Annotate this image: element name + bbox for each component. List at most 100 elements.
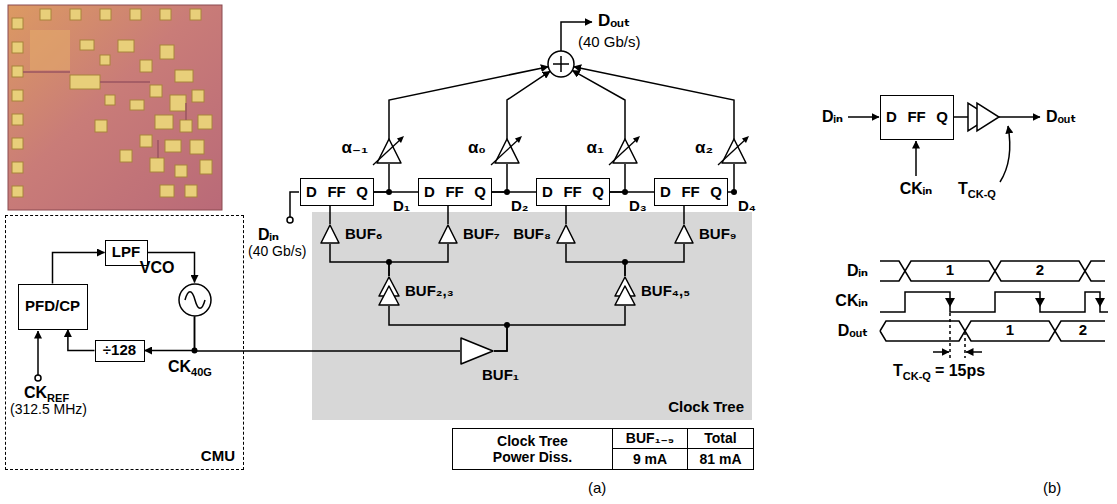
- die-photo-part-part: [160, 9, 171, 20]
- die-photo-part-part: [155, 115, 173, 129]
- clock-edge-arrows-part: [1095, 298, 1105, 307]
- clock-buffer: BUF₁: [460, 337, 494, 365]
- signal-wires-part: [572, 70, 625, 139]
- signal-label: (40 Gb/s): [248, 244, 306, 259]
- die-photo-part-part: [130, 100, 144, 110]
- signal-label: D₃: [629, 198, 647, 215]
- signal-wires-part: [37, 331, 39, 375]
- connector: [374, 164, 389, 192]
- signal-label: Dᵢₙ: [258, 226, 279, 244]
- table-cell: 81 mA: [688, 449, 753, 469]
- tap-amplifier: α₀: [494, 138, 520, 164]
- signal-label: D₁: [393, 198, 410, 215]
- die-photo-part-part: [70, 9, 81, 20]
- signal-label: 2: [1036, 262, 1044, 279]
- table-cell: BUF₁₋₉: [613, 429, 688, 449]
- die-photo-part-part: [12, 90, 23, 101]
- timing-diagram-part: [880, 261, 1105, 281]
- variable-gain-arrowhead: [397, 136, 404, 143]
- divider-box: ÷128: [95, 340, 145, 362]
- flip-flop: D FF Q: [654, 178, 728, 206]
- signal-wires-part: [290, 192, 299, 217]
- die-photo-part-part: [40, 9, 51, 20]
- die-photo-part-part: [95, 120, 107, 132]
- connector: [195, 317, 461, 352]
- node-label: α₋₁: [342, 139, 368, 158]
- connector: [625, 244, 684, 276]
- die-photo-part: [23, 72, 186, 158]
- node-text: D FF Q: [655, 184, 727, 201]
- die-photo-part-part: [70, 75, 100, 89]
- clock-buffer-pair: BUF₂,₃: [378, 276, 400, 306]
- die-photo-part-part: [175, 70, 193, 82]
- die-photo-part-part: [185, 103, 187, 120]
- signal-label: 1: [1006, 322, 1014, 339]
- die-photo-part-part: [198, 115, 212, 129]
- symbol-outline: [179, 284, 211, 316]
- buf-symbol: [674, 224, 694, 244]
- power-table: Clock Tree Power Diss. BUF₁₋₉ Total 9 mA…: [452, 428, 754, 470]
- die-photo-part-part: [120, 150, 132, 162]
- die-photo-part-part: [170, 95, 186, 111]
- node-label: BUF₈: [513, 226, 551, 243]
- clock-buffer: BUF₇: [438, 224, 458, 244]
- signal-wires-part: [548, 51, 574, 77]
- buf-symbol: [320, 224, 340, 244]
- die-photo-part-part: [190, 9, 201, 20]
- junction-dot: [504, 322, 510, 328]
- variable-gain-arrow: [491, 139, 519, 165]
- die-photo-part-part: [150, 158, 164, 172]
- timing-diagram-part: [880, 261, 1105, 281]
- node-text: D FF Q: [537, 184, 609, 201]
- die-photo-part-part: [192, 90, 204, 102]
- amp-symbol: [721, 138, 747, 164]
- die-photo-part-part: [12, 114, 23, 125]
- vco-circle: VCO: [178, 283, 212, 317]
- node-label: BUF₆: [345, 226, 383, 243]
- die-photo-part-part: [130, 9, 141, 20]
- die-photo-part-part: [190, 140, 204, 154]
- tap-amplifier: α₂: [721, 138, 747, 164]
- die-photo-part-part: [23, 71, 70, 73]
- table-cell-text: Total: [704, 430, 736, 446]
- timing-diagram: [880, 261, 1108, 358]
- clock-buffer: BUF₈: [556, 224, 576, 244]
- pfd-cp-box: PFD/CP: [18, 284, 88, 330]
- flip-flop: D FF Q: [300, 178, 374, 206]
- node-label: α₂: [695, 139, 713, 158]
- die-photo-part-part: [100, 55, 110, 65]
- flip-flop: D FF Q: [418, 178, 492, 206]
- table-cell-text: 9 mA: [633, 451, 667, 467]
- signal-label: CK: [168, 358, 191, 376]
- variable-gain-arrowhead: [515, 136, 522, 143]
- die-photo-part-part: [185, 185, 197, 197]
- amp-symbol: [376, 138, 402, 164]
- connector: [566, 244, 625, 276]
- die-photo-part-part: [140, 60, 152, 72]
- die-photo-part: [8, 5, 222, 210]
- node-label: CMU: [201, 448, 235, 465]
- table-cell: Total: [688, 429, 753, 449]
- die-photo-part-part: [12, 162, 23, 173]
- connector: [683, 206, 685, 224]
- signal-label: T: [958, 180, 968, 198]
- timing-diagram-part: [964, 332, 966, 358]
- signal-label: CKᵢₙ: [900, 180, 933, 198]
- die-photo-part-part: [105, 95, 115, 105]
- die-photo-part-part: [100, 9, 111, 20]
- variable-gain-arrow: [609, 139, 637, 165]
- node-label: BUF₂,₃: [405, 283, 454, 300]
- signal-label: Dₒᵤₜ: [598, 12, 630, 31]
- die-photo-part-part: [12, 66, 23, 77]
- variable-gain-arrow: [373, 139, 401, 165]
- signal-label: Dᵢₙ: [847, 262, 868, 280]
- connector: [68, 330, 95, 351]
- node-label: α₁: [587, 139, 604, 158]
- buf-symbol: [438, 224, 458, 244]
- signal-wires-part: [35, 375, 41, 381]
- node-text: ÷128: [103, 342, 136, 359]
- dbl-symbol: [378, 276, 400, 306]
- clock-buffer-pair: BUF₄,₅: [614, 276, 636, 306]
- signal-label: D₂: [511, 198, 529, 215]
